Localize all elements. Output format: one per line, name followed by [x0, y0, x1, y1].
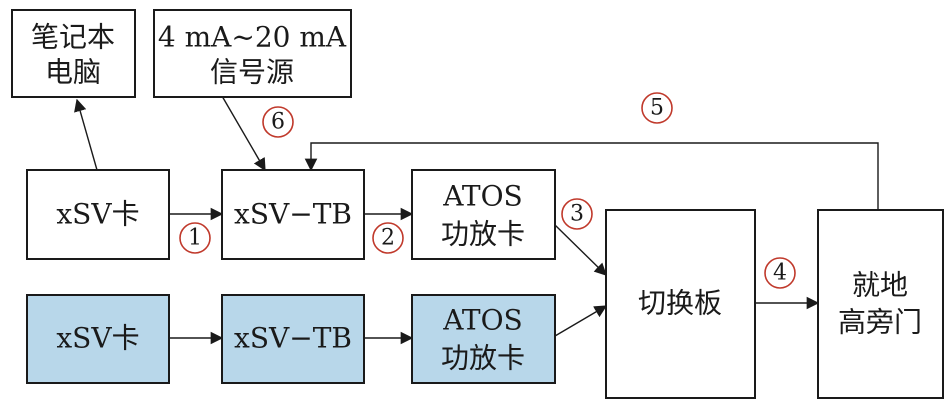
xsv-card-2-label: xSV卡 [56, 322, 139, 355]
xsv-tb-1-label: xSV−TB [234, 198, 352, 231]
marker-1-text: 1 [188, 226, 202, 251]
marker-5-text: 5 [650, 96, 664, 121]
laptop-label-line1: 笔记本 [31, 21, 115, 54]
marker-4: 4 [764, 257, 796, 289]
arrow-valve-feedback-to-tb1 [304, 142, 879, 210]
xsv-card-1-node: xSV卡 [26, 169, 170, 260]
switch-board-node: 切换板 [605, 209, 756, 399]
marker-1: 1 [179, 222, 211, 254]
arrow-xsv1-to-laptop [74, 98, 98, 171]
arrow-atos1-to-switch [554, 224, 607, 276]
marker-4-text: 4 [773, 261, 787, 286]
marker-3-text: 3 [570, 202, 584, 227]
atos-1-node: ATOS 功放卡 [411, 169, 556, 260]
local-valve-label-line2: 高旁门 [838, 306, 922, 339]
xsv-tb-1-node: xSV−TB [221, 169, 365, 260]
arrow-signal-to-tb1 [221, 95, 266, 172]
signal-source-label-line1: 4 mA~20 mA [158, 21, 347, 54]
signal-source-node: 4 mA~20 mA 信号源 [153, 9, 352, 98]
atos-2-node: ATOS 功放卡 [411, 294, 556, 384]
atos-2-label-line1: ATOS [442, 304, 523, 337]
marker-6: 6 [262, 106, 294, 138]
laptop-node: 笔记本 电脑 [11, 9, 136, 98]
signal-source-label-line2: 信号源 [210, 56, 294, 89]
marker-6-text: 6 [271, 110, 285, 135]
xsv-tb-2-label: xSV−TB [234, 322, 352, 355]
marker-3: 3 [561, 198, 593, 230]
atos-1-label-line2: 功放卡 [441, 218, 525, 251]
local-valve-label-line1: 就地 [852, 269, 908, 302]
xsv-card-2-node: xSV卡 [26, 294, 170, 384]
atos-2-label-line2: 功放卡 [441, 342, 525, 375]
atos-1-label-line1: ATOS [442, 180, 523, 213]
marker-2-text: 2 [381, 226, 395, 251]
xsv-tb-2-node: xSV−TB [221, 294, 365, 384]
switch-board-label: 切换板 [638, 287, 722, 320]
marker-2: 2 [372, 222, 404, 254]
arrow-atos2-to-switch [554, 305, 608, 337]
local-valve-node: 就地 高旁门 [817, 209, 944, 399]
laptop-label-line2: 电脑 [45, 56, 101, 89]
connectors [74, 95, 879, 345]
xsv-card-1-label: xSV卡 [56, 198, 139, 231]
marker-5: 5 [641, 92, 673, 124]
